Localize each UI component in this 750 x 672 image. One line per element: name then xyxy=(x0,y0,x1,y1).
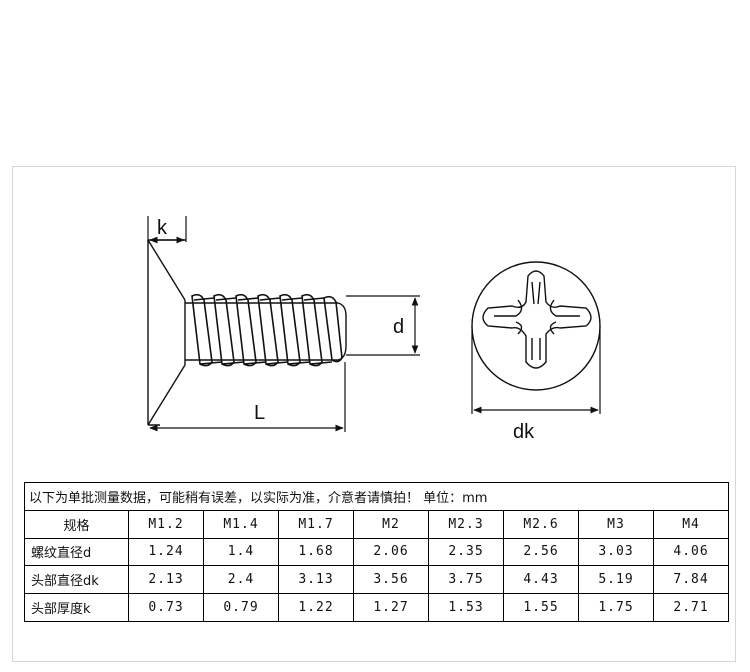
dim-L xyxy=(149,362,346,432)
column-header: M3 xyxy=(578,509,654,539)
table-cell: 2.35 xyxy=(428,537,504,567)
table-cell: 3.75 xyxy=(428,565,504,595)
table-note: 以下为单批测量数据，可能稍有误差，以实际为准，介意者请慎拍！ 单位：mm xyxy=(23,482,730,511)
table-cell: 1.75 xyxy=(578,593,654,622)
screw-head-top-view xyxy=(471,261,601,391)
table-cell: 1.22 xyxy=(278,593,354,622)
column-header: M4 xyxy=(652,509,730,539)
table-cell: 1.27 xyxy=(353,593,429,622)
table-cell: 2.4 xyxy=(203,565,279,595)
dim-label-L: L xyxy=(254,402,265,424)
header-label: 规格 xyxy=(24,509,129,539)
screw-side-view xyxy=(147,239,347,426)
table-cell: 2.71 xyxy=(652,593,730,622)
column-header: M1.7 xyxy=(278,509,354,539)
content-frame xyxy=(12,166,736,662)
dim-label-d: d xyxy=(393,316,404,338)
column-header: M1.4 xyxy=(203,509,279,539)
table-cell: 1.53 xyxy=(428,593,504,622)
table-cell: 1.4 xyxy=(203,537,279,567)
dim-label-dk: dk xyxy=(513,421,535,443)
column-header: M2.6 xyxy=(503,509,579,539)
table-cell: 5.19 xyxy=(578,565,654,595)
dim-k xyxy=(147,216,187,244)
column-header: M1.2 xyxy=(128,509,204,539)
table-cell: 2.56 xyxy=(503,537,579,567)
table-cell: 3.13 xyxy=(278,565,354,595)
table-cell: 1.55 xyxy=(503,593,579,622)
table-cell: 1.68 xyxy=(278,537,354,567)
row-label: 头部厚度k xyxy=(24,593,129,622)
dim-dk xyxy=(471,326,601,414)
table-cell: 7.84 xyxy=(652,565,730,595)
table-cell: 4.43 xyxy=(503,565,579,595)
table-cell: 4.06 xyxy=(652,537,730,567)
dim-d xyxy=(346,295,420,356)
table-cell: 2.13 xyxy=(128,565,204,595)
column-header: M2 xyxy=(353,509,429,539)
table-cell: 3.03 xyxy=(578,537,654,567)
dim-label-k: k xyxy=(157,217,168,239)
spec-table: 以下为单批测量数据，可能稍有误差，以实际为准，介意者请慎拍！ 单位：mm 规格 … xyxy=(23,482,730,622)
table-cell: 3.56 xyxy=(353,565,429,595)
table-cell: 1.24 xyxy=(128,537,204,567)
table-cell: 2.06 xyxy=(353,537,429,567)
table-note-row: 以下为单批测量数据，可能稍有误差，以实际为准，介意者请慎拍！ 单位：mm xyxy=(23,482,730,511)
row-label: 螺纹直径d xyxy=(24,537,129,567)
column-header: M2.3 xyxy=(428,509,504,539)
table-cell: 0.73 xyxy=(128,593,204,622)
row-label: 头部直径dk xyxy=(24,565,129,595)
table-cell: 0.79 xyxy=(203,593,279,622)
